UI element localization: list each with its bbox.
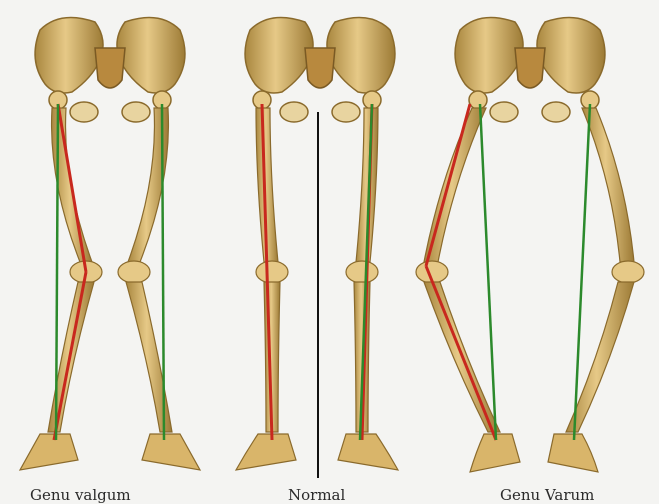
figure-genu-varum bbox=[416, 18, 644, 473]
left-leg bbox=[236, 108, 296, 470]
right-leg bbox=[548, 108, 644, 472]
right-leg bbox=[338, 108, 398, 470]
figure-genu-valgum bbox=[20, 18, 200, 471]
anatomical-axis-femur-left bbox=[426, 104, 470, 266]
anatomical-axis-tibia-left bbox=[54, 272, 86, 440]
figure-normal bbox=[236, 18, 398, 479]
left-leg bbox=[20, 108, 102, 470]
caption-genu-valgum: Genu valgum bbox=[30, 486, 131, 504]
left-leg bbox=[416, 108, 520, 472]
pelvis bbox=[455, 18, 605, 123]
mechanical-axis-left bbox=[480, 104, 496, 440]
anatomical-axis-tibia-left bbox=[426, 266, 496, 440]
caption-genu-varum: Genu Varum bbox=[500, 486, 594, 504]
caption-normal: Normal bbox=[288, 486, 345, 504]
right-leg bbox=[118, 108, 200, 470]
